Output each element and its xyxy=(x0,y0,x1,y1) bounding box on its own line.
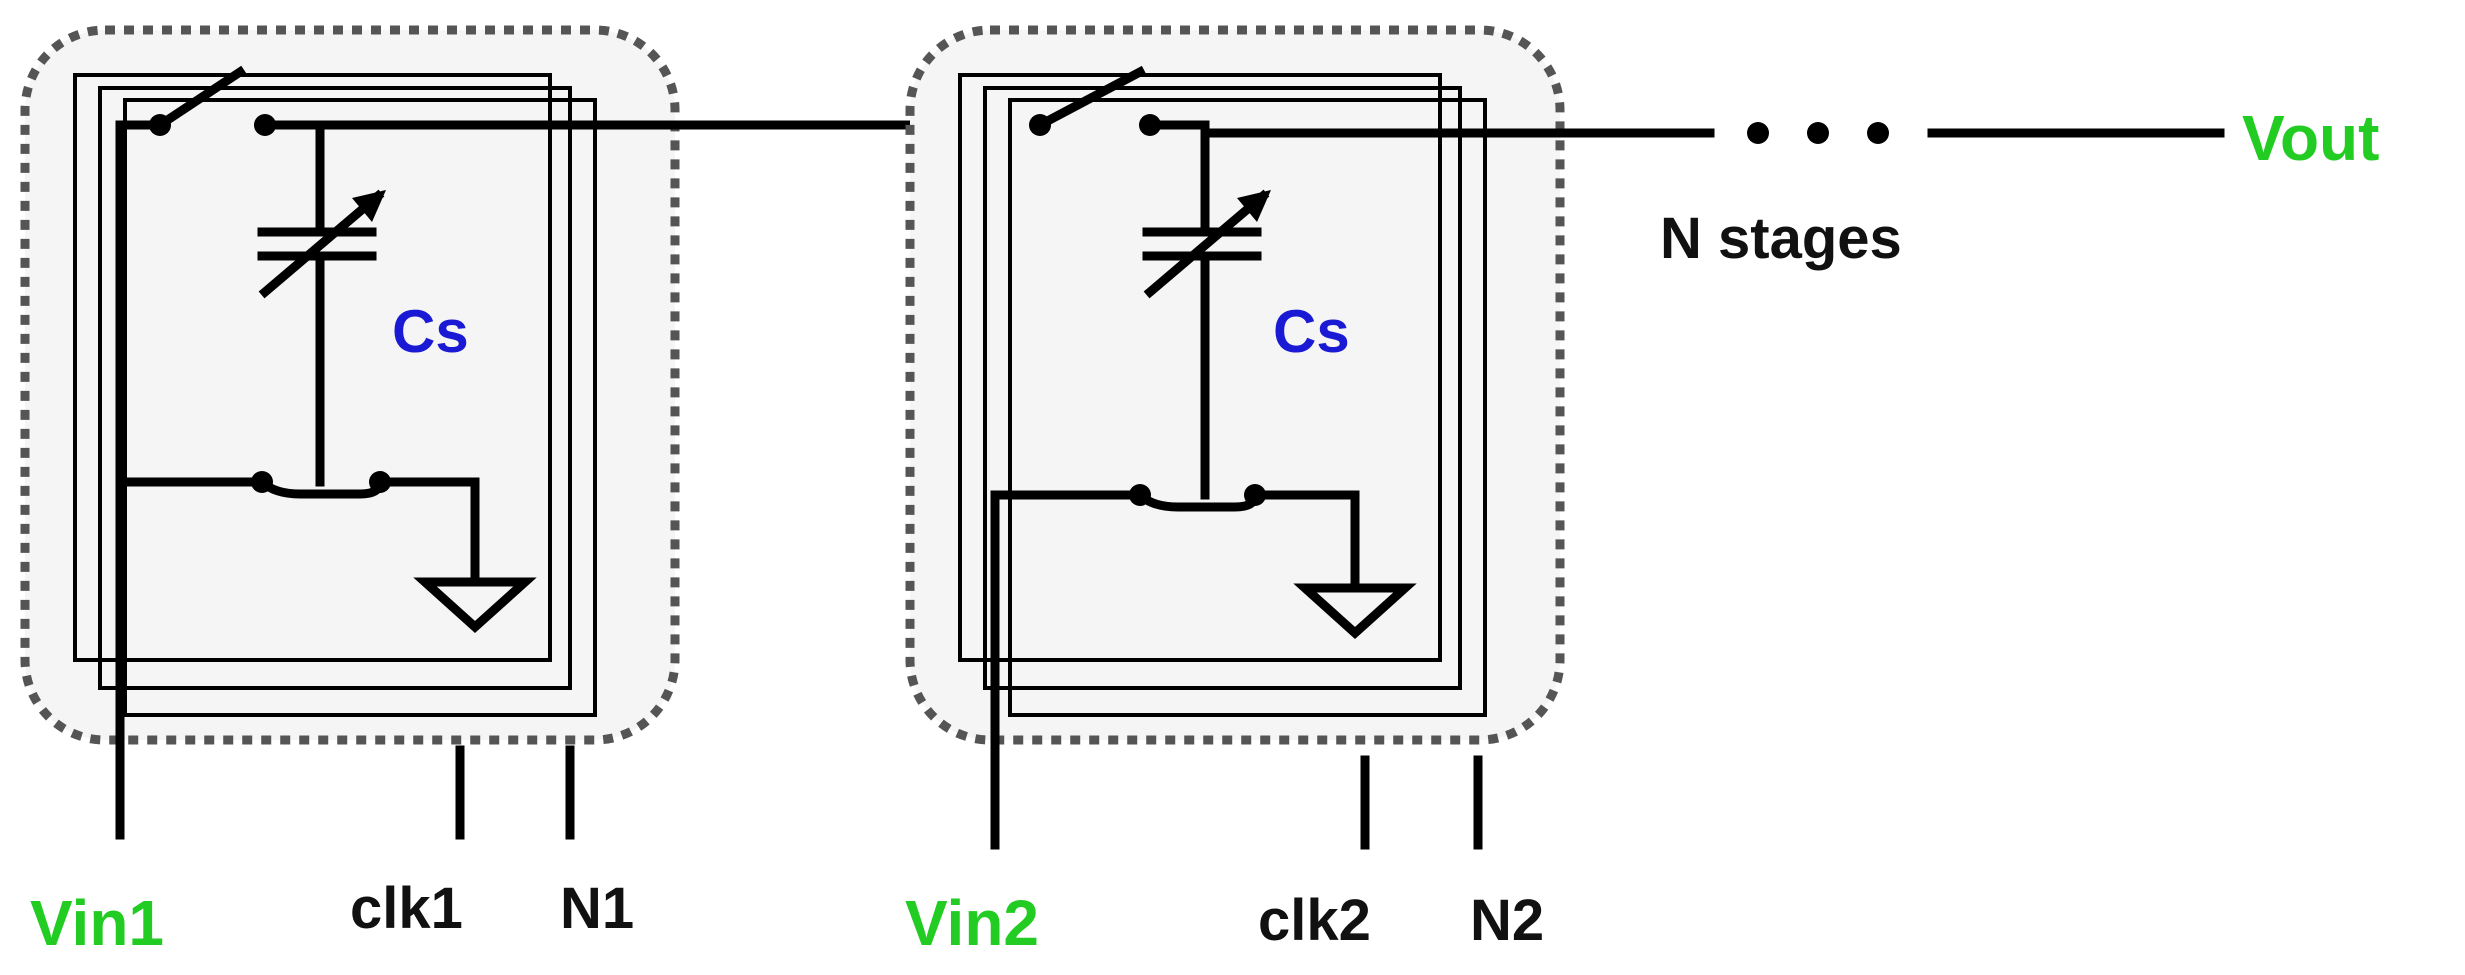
n2-label: N2 xyxy=(1470,888,1544,953)
stage-2-cap-variable-arrow xyxy=(1143,189,1270,299)
stage-2-ground-icon xyxy=(1293,583,1417,640)
stage-1-vin-wire xyxy=(115,120,165,840)
stage-1-ground-wire xyxy=(375,477,480,587)
ellipsis-dot-3 xyxy=(1867,122,1889,144)
stage-1-cap-variable-arrow xyxy=(258,189,385,299)
stage-1-dashed-box xyxy=(20,25,680,745)
stage-1-stack-rect-1 xyxy=(73,73,552,662)
stage-2-stack-rect-1 xyxy=(958,73,1442,662)
stage-2-dashed-box xyxy=(905,25,1565,745)
n-stages-label: N stages xyxy=(1660,206,1902,271)
ellipsis-dot-1 xyxy=(1747,122,1769,144)
clk1-label: clk1 xyxy=(350,876,463,941)
stage-1-ground-icon xyxy=(413,577,537,634)
stage-1-stack-rect-2 xyxy=(98,86,572,690)
clk2-label: clk2 xyxy=(1258,888,1371,953)
stage-2-stack-rect-3 xyxy=(1008,98,1487,717)
stage-1-switch-blade xyxy=(153,65,247,132)
stage-2-vin-wire xyxy=(990,490,1145,850)
stage-2-stack-rect-2 xyxy=(983,86,1462,690)
stage-1-stack-rect-3 xyxy=(123,98,597,717)
stage-2-ground-wire xyxy=(1250,490,1360,593)
stage-1-capacitor-label: Cs xyxy=(392,298,469,365)
vout-label: Vout xyxy=(2242,102,2379,174)
ellipsis-dot-2 xyxy=(1807,122,1829,144)
vin2-label: Vin2 xyxy=(905,887,1039,959)
stage-2-capacitor-label: Cs xyxy=(1273,298,1350,365)
stage-2-switch-blade xyxy=(1033,65,1147,132)
vin1-label: Vin1 xyxy=(30,887,164,959)
stage-1 xyxy=(20,25,680,840)
stage-2 xyxy=(905,25,1565,850)
n1-label: N1 xyxy=(560,876,634,941)
